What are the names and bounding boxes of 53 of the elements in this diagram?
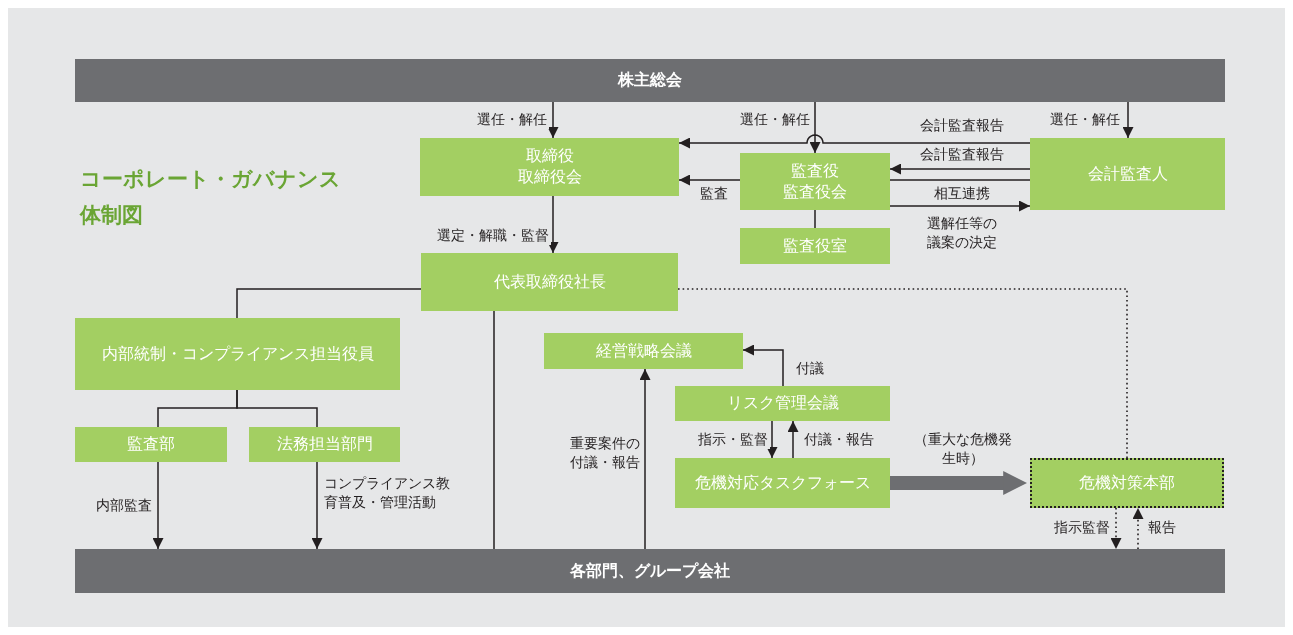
arrow (639, 368, 651, 550)
box-label: 取締役 (525, 146, 574, 167)
arrow (152, 461, 164, 550)
box-label: 監査部 (127, 434, 175, 455)
dotted-arrow (1132, 507, 1144, 550)
process-box (421, 253, 678, 311)
box-label: 監査役 (791, 160, 839, 182)
arrow (678, 174, 741, 186)
connector-line (814, 209, 816, 229)
process-box (740, 153, 890, 210)
box-label: 危機対応タスクフォース (694, 472, 871, 494)
box-label: 経営戦略会議 (595, 340, 692, 362)
process-box (420, 138, 679, 196)
arrow (809, 101, 821, 154)
arrow (678, 134, 1031, 149)
arrow (1122, 101, 1134, 139)
box-label: リスク管理会議 (726, 393, 839, 414)
process-box (249, 427, 400, 462)
arrow (889, 200, 1031, 212)
process-box (675, 458, 890, 508)
box-label: 各部門、グループ会社 (570, 560, 730, 582)
process-box (75, 318, 400, 390)
box-label: 会計監査人 (1087, 163, 1168, 185)
dotted-arrow (1110, 507, 1122, 550)
connector-line (236, 389, 318, 428)
box-label: 法務担当部門 (276, 434, 373, 455)
process-box (544, 333, 743, 369)
diagram-title: コーポレート・ガバナンス体制図 (80, 166, 342, 229)
process-box (1030, 458, 1224, 508)
box-label: 取締役会 (517, 167, 582, 188)
box-label: 監査役室 (783, 235, 847, 257)
process-box (675, 386, 890, 421)
connector-line (889, 179, 1031, 181)
box-label: 内部統制・コンプライアンス担当役員 (101, 343, 374, 365)
process-box (1030, 138, 1225, 210)
arrow (889, 163, 1031, 175)
arrow (311, 461, 323, 550)
connector-line (493, 310, 495, 550)
arrow (742, 344, 784, 387)
connector-line (236, 288, 422, 319)
box-label: 代表取締役社長 (493, 271, 606, 293)
box-label: 危機対策本部 (1079, 472, 1175, 494)
arrow (890, 471, 1028, 495)
box-label: 監査役会 (783, 181, 847, 203)
process-box (740, 228, 890, 264)
header-bar (75, 549, 1225, 593)
arrow (547, 101, 559, 139)
arrow (547, 195, 559, 254)
box-label: 株主総会 (618, 70, 682, 91)
arrow (766, 420, 778, 459)
process-box (75, 427, 227, 462)
arrow (787, 420, 799, 459)
header-bar (75, 59, 1225, 102)
